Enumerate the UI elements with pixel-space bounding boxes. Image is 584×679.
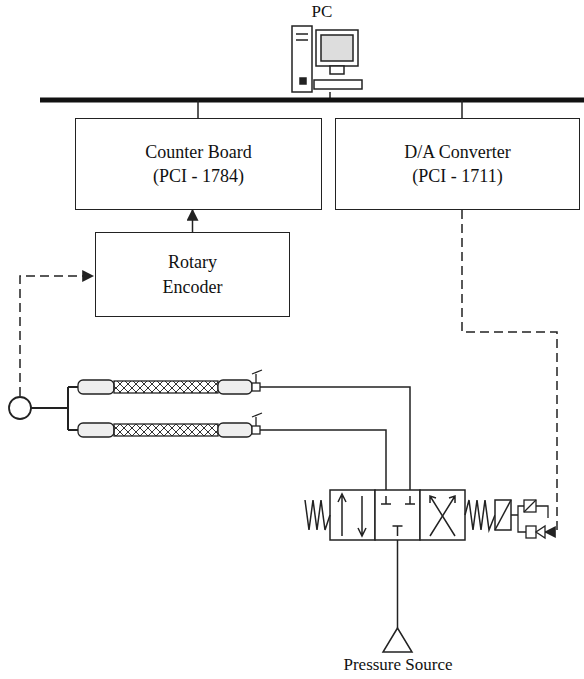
computer-label: PC bbox=[310, 2, 335, 22]
pneumatic-muscle bbox=[68, 370, 262, 394]
pressure-source-symbol bbox=[383, 628, 412, 652]
box-text: Counter Board bbox=[145, 140, 251, 164]
box-text: Rotary bbox=[168, 250, 217, 274]
supply-label: Pressure Source bbox=[341, 655, 454, 675]
valve-driver bbox=[511, 500, 548, 538]
box-text: Encoder bbox=[163, 275, 223, 299]
control-signal bbox=[462, 210, 557, 532]
proportional-valve bbox=[305, 490, 511, 540]
bus-tap bbox=[461, 100, 463, 118]
system-bus bbox=[40, 98, 584, 103]
signal-arrow bbox=[192, 210, 194, 232]
supply-line bbox=[397, 540, 399, 628]
box-text: D/A Converter bbox=[404, 140, 510, 164]
interface-board: D/A Converter(PCI - 1711) bbox=[335, 118, 580, 210]
box-text: (PCI - 1711) bbox=[412, 164, 502, 188]
air-line bbox=[260, 430, 386, 490]
encoder-shaft-signal bbox=[20, 276, 93, 396]
encoder-box: RotaryEncoder bbox=[95, 232, 290, 317]
interface-board: Counter Board(PCI - 1784) bbox=[75, 118, 322, 210]
joint-link bbox=[31, 387, 68, 430]
box-text: (PCI - 1784) bbox=[153, 164, 244, 188]
rotary-joint bbox=[9, 397, 31, 419]
pc-icon bbox=[292, 26, 362, 100]
air-line bbox=[260, 387, 410, 490]
bus-tap bbox=[197, 100, 199, 118]
pneumatic-muscle bbox=[68, 413, 262, 437]
